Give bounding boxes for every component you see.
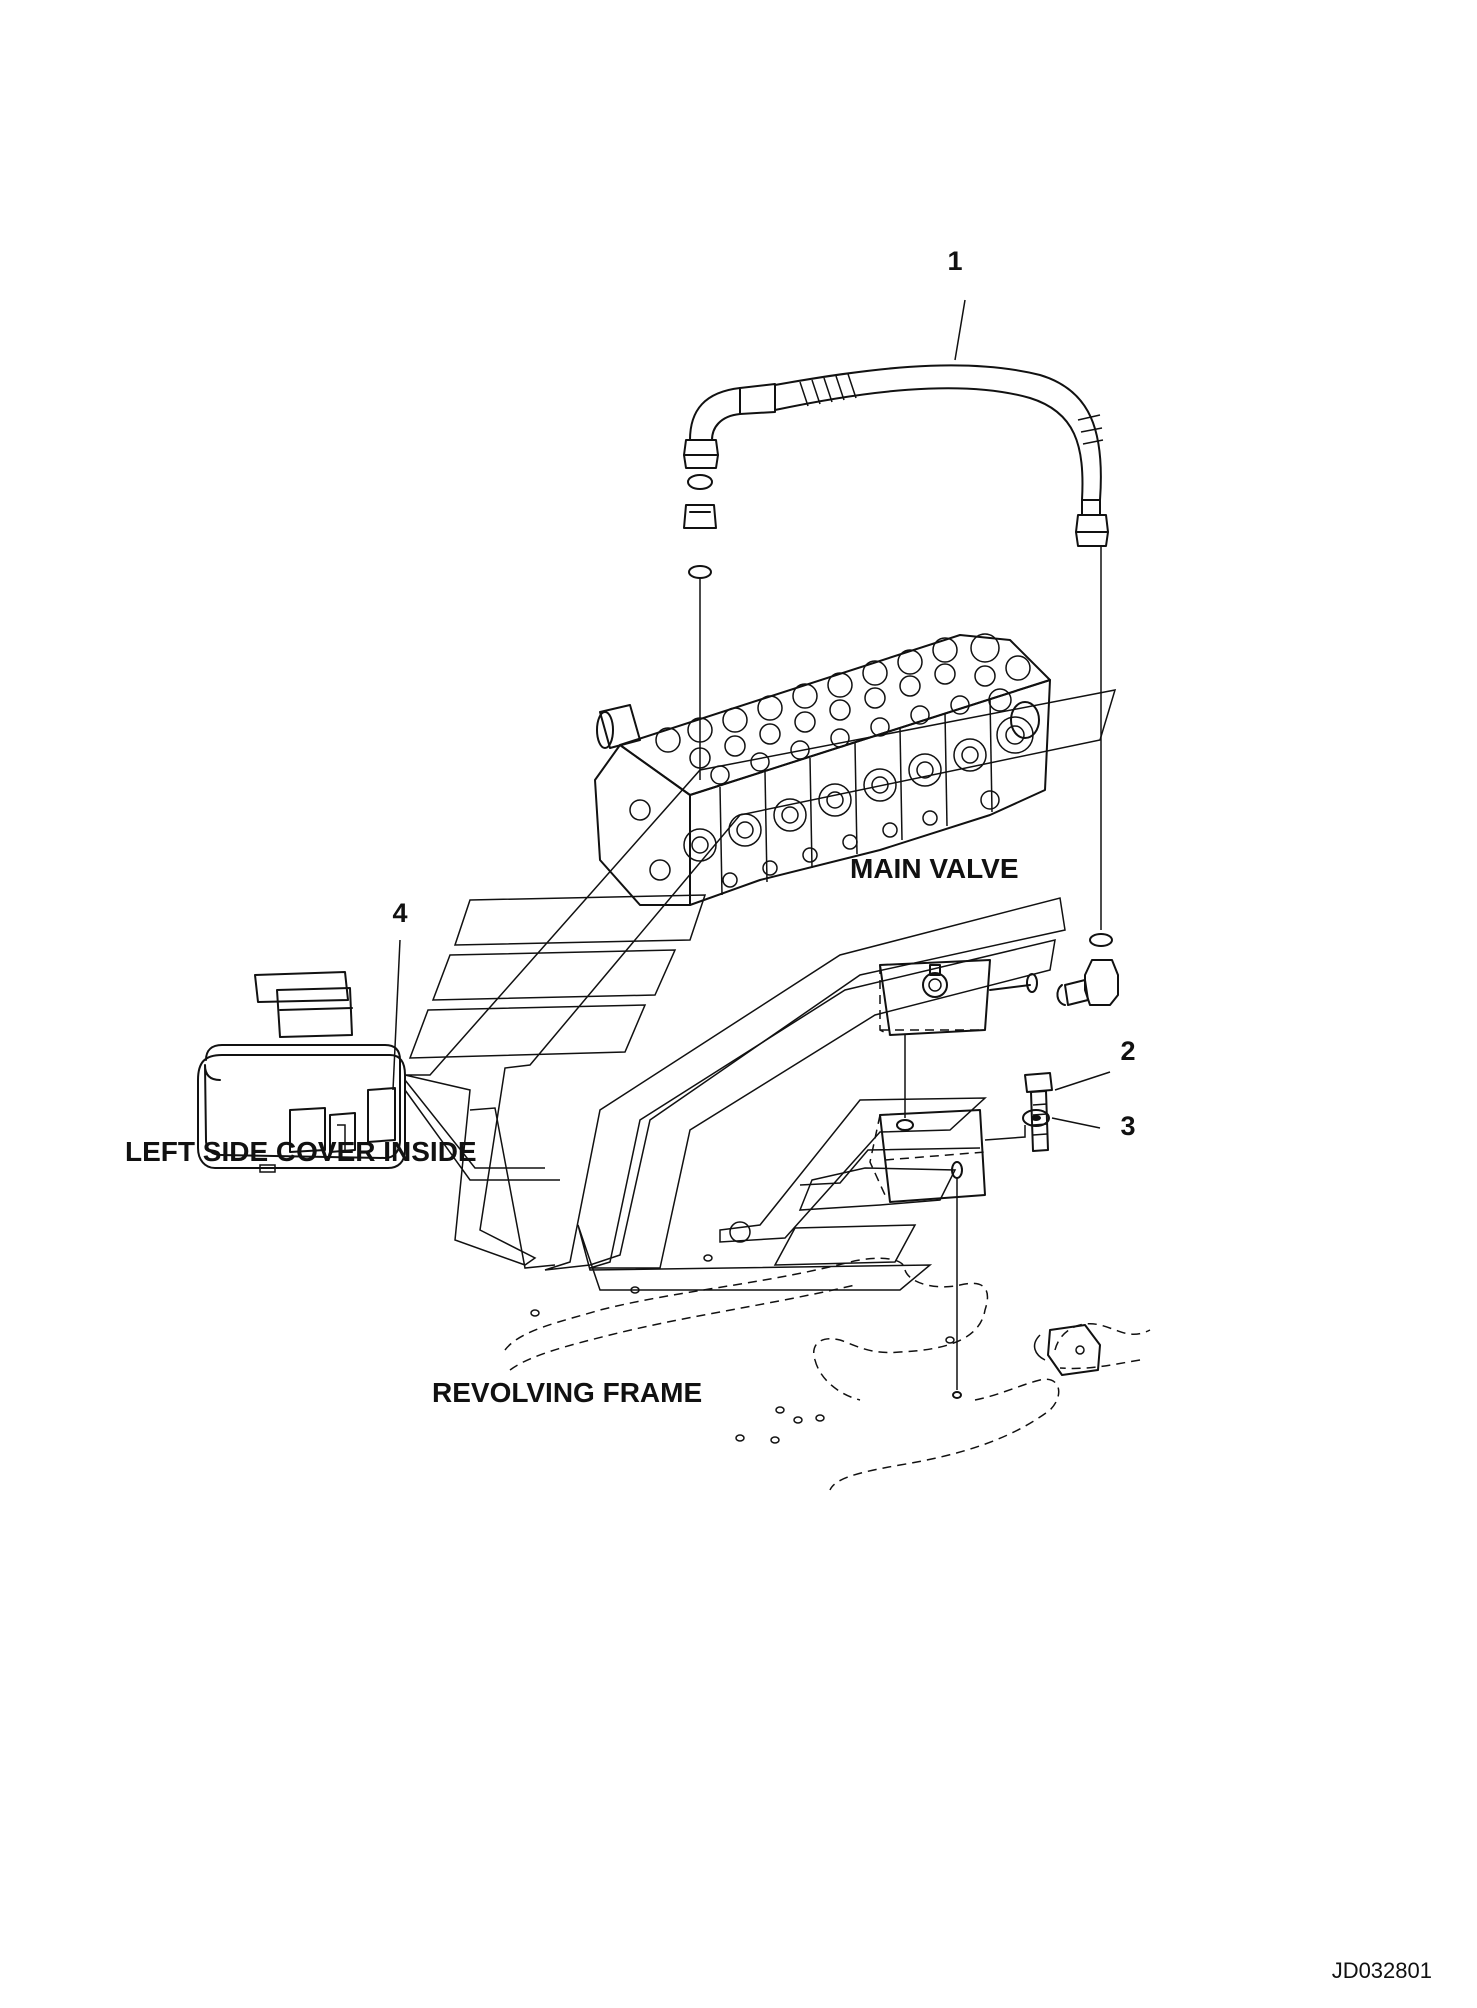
controller-box: [197, 939, 560, 1181]
callout-1: 1: [947, 246, 962, 276]
hose-assembly: [683, 299, 1109, 547]
label-left-side-cover-inside: LEFT SIDE COVER INSIDE: [125, 1136, 477, 1167]
label-revolving-frame: REVOLVING FRAME: [432, 1377, 702, 1408]
right-fitting-stack: [1056, 546, 1119, 1006]
main-valve-body: [594, 633, 1051, 906]
callout-2: 2: [1120, 1036, 1135, 1066]
washer: [1022, 1109, 1101, 1129]
bolt: [1024, 1071, 1111, 1152]
callout-4: 4: [392, 898, 407, 928]
mount-block-lower: [869, 1109, 1026, 1399]
mount-block-upper: [879, 959, 1038, 1118]
revolving-frame-guides: [404, 689, 1151, 1491]
left-fitting-stack: [683, 474, 717, 780]
callout-3: 3: [1120, 1111, 1135, 1141]
label-main-valve: MAIN VALVE: [850, 853, 1019, 884]
drawing-code: JD032801: [1332, 1958, 1432, 1983]
